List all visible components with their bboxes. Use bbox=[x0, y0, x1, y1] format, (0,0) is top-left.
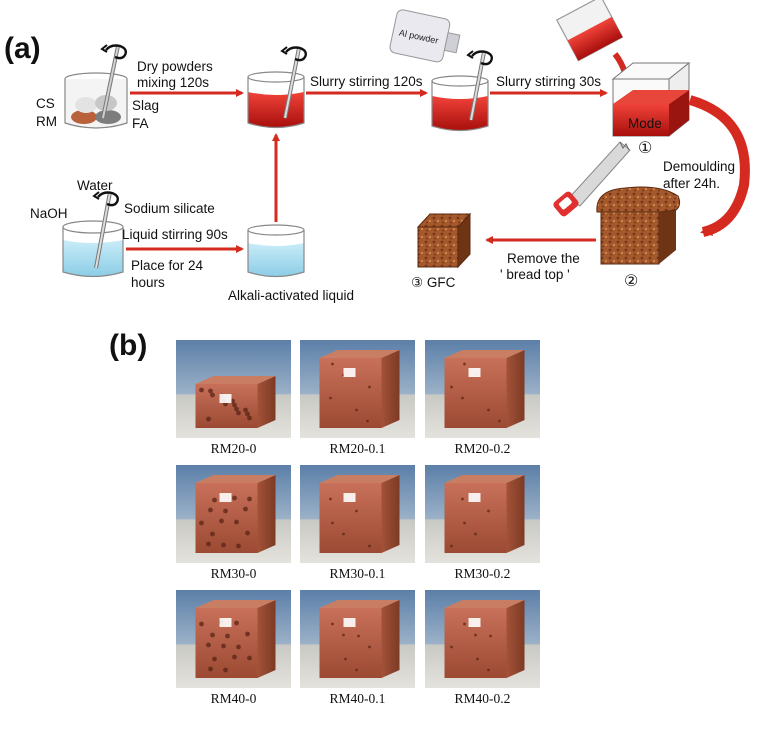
brick-sample bbox=[319, 358, 382, 428]
sample-caption: RM40-0 bbox=[211, 691, 257, 706]
brick-sample bbox=[319, 608, 382, 678]
sample-caption: RM20-0 bbox=[211, 441, 257, 456]
foamed-block-bread bbox=[596, 186, 681, 265]
sample-photo bbox=[300, 340, 415, 438]
sample-photo bbox=[176, 590, 291, 688]
activated-liquid-beaker bbox=[247, 224, 305, 278]
sample-caption: RM30-0.1 bbox=[330, 566, 386, 581]
label-cs: CS bbox=[36, 96, 55, 111]
saw-icon bbox=[553, 141, 631, 217]
label-fa: FA bbox=[132, 116, 149, 131]
label-naoh: NaOH bbox=[30, 206, 68, 221]
step-number-1: ① bbox=[638, 140, 652, 157]
brick-sample bbox=[319, 483, 382, 553]
brick-sample bbox=[195, 608, 258, 678]
label-mode: Mode bbox=[628, 116, 662, 131]
liquid-beaker bbox=[62, 191, 124, 278]
sample-photo bbox=[176, 465, 291, 563]
label-rm: RM bbox=[36, 114, 57, 129]
pouring-beaker bbox=[555, 0, 624, 62]
sample-caption: RM20-0.1 bbox=[330, 441, 386, 456]
label-water: Water bbox=[77, 178, 113, 193]
stirrer-rotation-icon-2 bbox=[280, 46, 308, 62]
label-liquid-stirring: Liquid stirring 90s bbox=[122, 227, 228, 242]
stirrer-rotation-icon bbox=[100, 44, 128, 60]
label-remove-2: ' bread top ' bbox=[500, 267, 570, 282]
sample-caption: RM20-0.2 bbox=[455, 441, 511, 456]
label-slag: Slag bbox=[132, 98, 159, 113]
brick-sample bbox=[444, 608, 507, 678]
label-place-1: Place for 24 bbox=[131, 258, 204, 273]
stirrer-rotation-icon-4 bbox=[92, 191, 120, 207]
label-dry-mixing-2: mixing 120s bbox=[137, 75, 209, 90]
label-gfc: ③ GFC bbox=[411, 275, 456, 290]
label-demoulding-2: after 24h. bbox=[663, 176, 720, 191]
sample-photo bbox=[425, 590, 540, 688]
sample-caption: RM30-0 bbox=[211, 566, 257, 581]
mould-box bbox=[611, 61, 691, 138]
sample-caption: RM30-0.2 bbox=[455, 566, 511, 581]
label-remove-1: Remove the bbox=[507, 251, 580, 266]
label-sodium-silicate: Sodium silicate bbox=[124, 201, 215, 216]
sample-photo bbox=[300, 465, 415, 563]
dry-powders-beaker bbox=[64, 45, 128, 129]
panel-b-label: (b) bbox=[109, 329, 147, 362]
gfc-cube bbox=[416, 212, 472, 269]
stirrer-rotation-icon-3 bbox=[466, 50, 494, 66]
slurry-beaker bbox=[247, 47, 305, 129]
label-alkali-activated: Alkali-activated liquid bbox=[228, 288, 354, 303]
label-place-2: hours bbox=[131, 275, 165, 290]
label-dry-mixing-1: Dry powders bbox=[137, 59, 213, 74]
brick-sample bbox=[444, 483, 507, 553]
sample-photo bbox=[300, 590, 415, 688]
sample-caption: RM40-0.2 bbox=[455, 691, 511, 706]
label-slurry-stirring-120: Slurry stirring 120s bbox=[310, 74, 423, 89]
label-demoulding-1: Demoulding bbox=[663, 159, 735, 174]
panel-a-label: (a) bbox=[4, 32, 41, 65]
slurry-beaker-al bbox=[431, 51, 489, 132]
sample-photo bbox=[176, 340, 291, 438]
sample-photo bbox=[425, 340, 540, 438]
sample-photo bbox=[425, 465, 540, 563]
al-powder-bottle: Al powder bbox=[389, 9, 461, 63]
step-number-2: ② bbox=[624, 273, 638, 290]
sample-caption: RM40-0.1 bbox=[330, 691, 386, 706]
curved-arrow-demoulding bbox=[688, 95, 750, 237]
brick-sample bbox=[444, 358, 507, 428]
label-slurry-stirring-30: Slurry stirring 30s bbox=[496, 74, 601, 89]
